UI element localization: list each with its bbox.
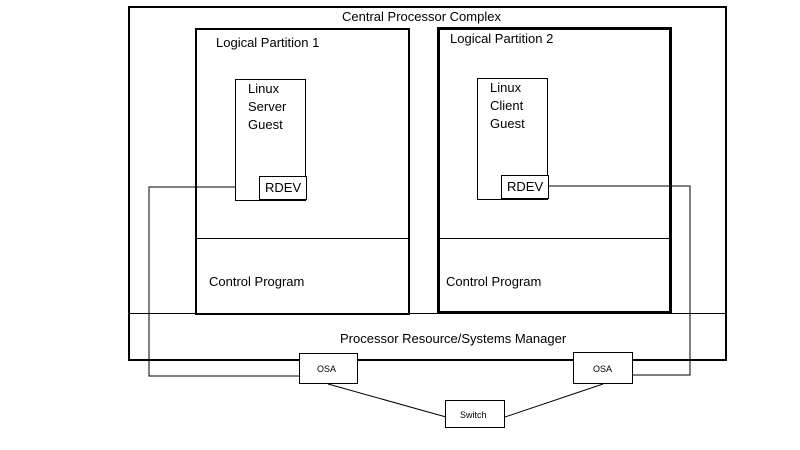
osa-left-label: OSA xyxy=(317,364,337,374)
lpar2-box xyxy=(437,27,672,314)
prsm-label: Processor Resource/Systems Manager xyxy=(340,331,567,346)
lpar2-cp-label: Control Program xyxy=(446,274,542,289)
lpar1-guest-line-1: Linux xyxy=(248,81,280,96)
wire-osa-right-to-switch xyxy=(504,383,604,418)
osa-right-box xyxy=(573,352,633,384)
switch-label: Switch xyxy=(460,410,487,420)
osa-right-label: OSA xyxy=(593,364,613,374)
lpar2-guest-line-2: Client xyxy=(490,98,524,113)
rdev1-box xyxy=(259,176,307,200)
lpar2-guest-line-3: Guest xyxy=(490,116,525,131)
cpc-box xyxy=(128,6,727,361)
rdev2-box xyxy=(501,175,549,199)
wire-osa-left-to-switch xyxy=(327,383,447,418)
wire-rdev2-to-osa-right xyxy=(548,185,691,376)
lpar2-cp-divider xyxy=(440,238,669,239)
lpar1-title: Logical Partition 1 xyxy=(216,35,320,50)
prsm-band xyxy=(129,313,726,314)
lpar1-cp-divider xyxy=(197,238,408,239)
cpc-title: Central Processor Complex xyxy=(342,9,501,24)
lpar1-box xyxy=(195,28,410,315)
osa-left-box xyxy=(299,353,358,384)
rdev1-label: RDEV xyxy=(265,180,302,195)
lpar1-cp-label: Control Program xyxy=(209,274,305,289)
switch-box xyxy=(445,400,505,428)
lpar1-guest-line-3: Guest xyxy=(248,117,283,132)
wire-rdev1-to-osa-left xyxy=(148,186,299,377)
lpar2-title: Logical Partition 2 xyxy=(450,31,554,46)
lpar2-guest-line-1: Linux xyxy=(490,80,522,95)
rdev2-label: RDEV xyxy=(507,179,544,194)
lpar1-guest-line-2: Server xyxy=(248,99,287,114)
